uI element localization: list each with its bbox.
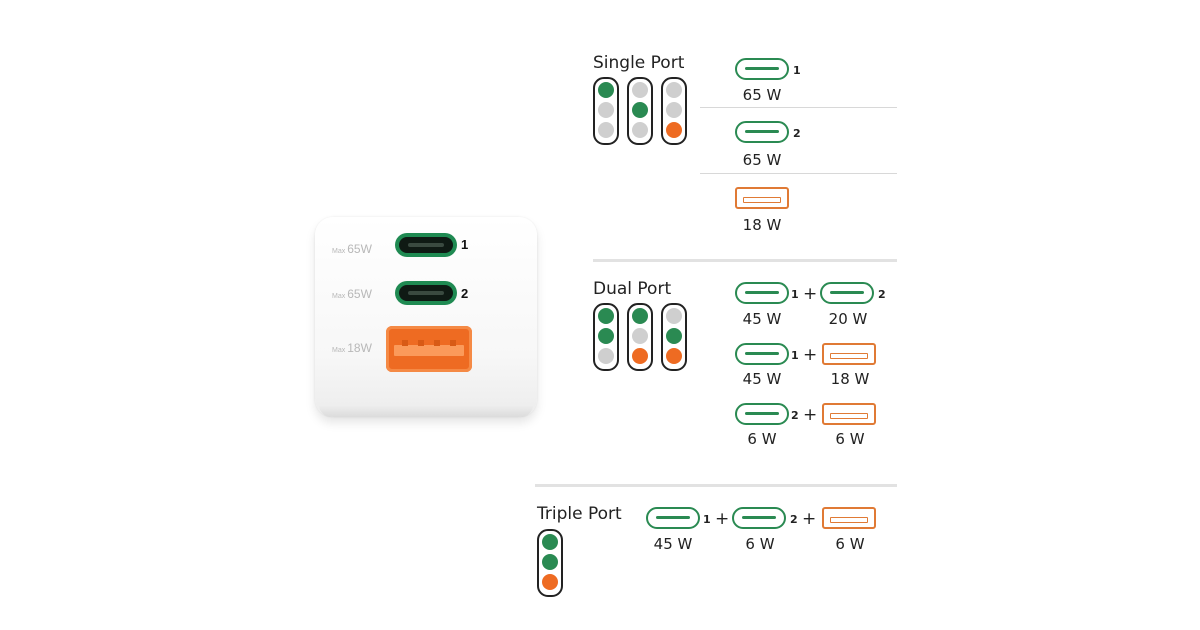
indicator-dot bbox=[598, 82, 614, 98]
charger-shadow bbox=[319, 405, 533, 417]
wattage: 6 W bbox=[835, 430, 865, 448]
divider bbox=[700, 107, 897, 108]
usb-c-icon bbox=[735, 403, 789, 425]
device-usb-c-port-2 bbox=[395, 281, 457, 305]
wattage: 45 W bbox=[742, 310, 782, 328]
usb-c-icon bbox=[735, 343, 789, 365]
section-divider bbox=[593, 259, 897, 262]
wattage: 65 W bbox=[742, 86, 782, 104]
indicator-dot bbox=[632, 82, 648, 98]
usb-c-icon bbox=[820, 282, 874, 304]
triple-indicator-1 bbox=[537, 529, 563, 597]
port-number: 1 bbox=[791, 349, 799, 362]
indicator-dot bbox=[542, 534, 558, 550]
wattage: 45 W bbox=[653, 535, 693, 553]
indicator-dot bbox=[666, 308, 682, 324]
usb-a-icon bbox=[822, 343, 876, 365]
indicator-dot bbox=[666, 328, 682, 344]
indicator-dot bbox=[598, 328, 614, 344]
indicator-dot bbox=[632, 308, 648, 324]
port-number: 2 bbox=[790, 513, 798, 526]
indicator-dot bbox=[542, 554, 558, 570]
plus-sign: + bbox=[803, 345, 818, 365]
device-port-2-number: 2 bbox=[461, 286, 469, 301]
indicator-dot bbox=[632, 348, 648, 364]
indicator-dot bbox=[632, 122, 648, 138]
section-divider bbox=[535, 484, 897, 487]
wattage: 6 W bbox=[747, 430, 777, 448]
plus-sign: + bbox=[803, 405, 818, 425]
triple-port-title: Triple Port bbox=[537, 504, 622, 524]
usb-c-icon bbox=[735, 58, 789, 80]
usb-c-icon bbox=[646, 507, 700, 529]
wattage: 18 W bbox=[742, 216, 782, 234]
indicator-dot bbox=[666, 82, 682, 98]
port-number: 2 bbox=[793, 127, 801, 140]
wattage: 45 W bbox=[742, 370, 782, 388]
usb-a-icon bbox=[822, 403, 876, 425]
port-number: 1 bbox=[793, 64, 801, 77]
port-number: 1 bbox=[703, 513, 711, 526]
device-port-1-number: 1 bbox=[461, 237, 469, 252]
plus-sign: + bbox=[803, 284, 818, 304]
usb-c-icon bbox=[735, 282, 789, 304]
indicator-dot bbox=[598, 102, 614, 118]
usb-a-icon bbox=[822, 507, 876, 529]
divider bbox=[700, 173, 897, 174]
dual-indicator-3 bbox=[661, 303, 687, 371]
indicator-dot bbox=[666, 348, 682, 364]
single-indicator-2 bbox=[627, 77, 653, 145]
wattage: 20 W bbox=[828, 310, 868, 328]
usb-a-icon bbox=[735, 187, 789, 209]
port-number: 1 bbox=[791, 288, 799, 301]
plus-sign: + bbox=[802, 509, 817, 529]
usb-c-icon bbox=[735, 121, 789, 143]
indicator-dot bbox=[666, 122, 682, 138]
port-number: 2 bbox=[878, 288, 886, 301]
device-usb-c-port-1 bbox=[395, 233, 457, 257]
indicator-dot bbox=[598, 348, 614, 364]
wattage: 6 W bbox=[745, 535, 775, 553]
port-number: 2 bbox=[791, 409, 799, 422]
plus-sign: + bbox=[715, 509, 730, 529]
indicator-dot bbox=[598, 122, 614, 138]
single-port-title: Single Port bbox=[593, 53, 685, 73]
indicator-dot bbox=[632, 328, 648, 344]
usb-c-icon bbox=[732, 507, 786, 529]
dual-port-title: Dual Port bbox=[593, 279, 672, 299]
dual-indicator-2 bbox=[627, 303, 653, 371]
wattage: 18 W bbox=[830, 370, 870, 388]
device-usb-a-port bbox=[386, 326, 472, 372]
single-indicator-3 bbox=[661, 77, 687, 145]
indicator-dot bbox=[542, 574, 558, 590]
wattage: 65 W bbox=[742, 151, 782, 169]
indicator-dot bbox=[598, 308, 614, 324]
single-indicator-1 bbox=[593, 77, 619, 145]
indicator-dot bbox=[632, 102, 648, 118]
dual-indicator-1 bbox=[593, 303, 619, 371]
indicator-dot bbox=[666, 102, 682, 118]
wattage: 6 W bbox=[835, 535, 865, 553]
